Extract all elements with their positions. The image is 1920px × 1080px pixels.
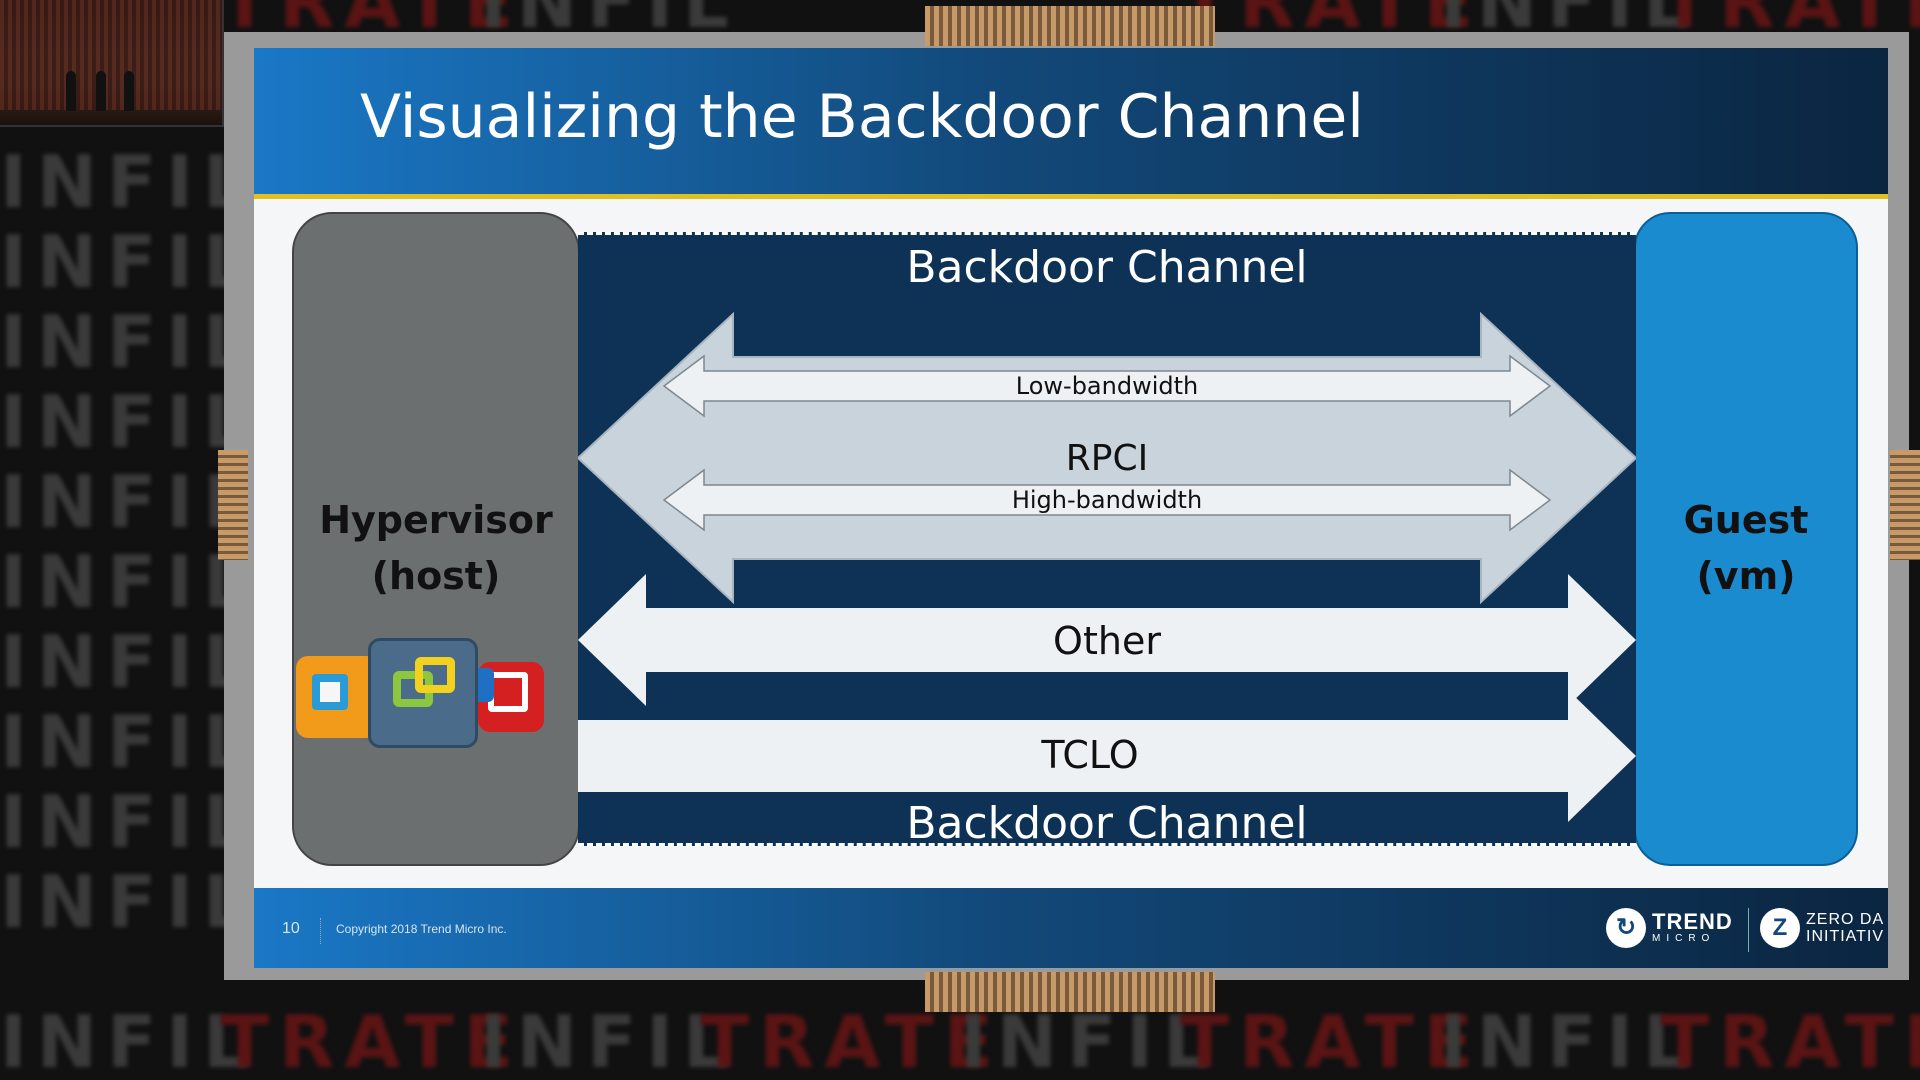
bg-text: TRATE (700, 1000, 1003, 1080)
zdi-logo-icon: Z (1760, 908, 1800, 948)
other-arrow (578, 574, 1636, 706)
presentation-slide: Visualizing the Backdoor Channel Hypervi… (254, 48, 1888, 968)
slide-title: Visualizing the Backdoor Channel (360, 82, 1364, 152)
bg-text: INFIL (1440, 1000, 1699, 1080)
footer-separator (320, 918, 322, 944)
hypervisor-label-line2: (host) (371, 554, 501, 598)
guest-label-line2: (vm) (1696, 554, 1796, 598)
bg-text: INFIL (0, 380, 259, 464)
bg-text: INFIL (480, 1000, 739, 1080)
bg-text: INFIL (0, 140, 259, 224)
bg-text: INFIL (0, 220, 259, 304)
bg-text: INFIL (0, 540, 259, 624)
slide-footer: 10 Copyright 2018 Trend Micro Inc. ↻ TRE… (254, 888, 1888, 968)
bg-text: INFIL (960, 1000, 1219, 1080)
low-bandwidth-arrow (662, 354, 1552, 418)
guest-label: Guest (vm) (1636, 492, 1856, 604)
bg-text: INFIL (0, 460, 259, 544)
trend-micro-logo-icon: ↻ (1606, 908, 1646, 948)
frame-pins-right (1890, 450, 1920, 560)
speaker-figure (66, 71, 76, 111)
trend-micro-logo: ↻ TREND MICRO (1606, 908, 1733, 948)
speaker-figure (96, 71, 106, 111)
hypervisor-label-line1: Hypervisor (319, 498, 553, 542)
vsphere-icon (368, 638, 478, 748)
tclo-arrow (578, 690, 1636, 822)
rpci-label: RPCI (1066, 438, 1148, 479)
low-bandwidth-label: Low-bandwidth (1016, 372, 1198, 400)
bg-text: TRATE (220, 1000, 523, 1080)
trend-logo-line1: TREND (1652, 909, 1733, 934)
bg-text: INFIL (0, 780, 259, 864)
workstation-icon (296, 656, 378, 738)
slide-header: Visualizing the Backdoor Channel (254, 48, 1888, 199)
channel-top-label: Backdoor Channel (906, 242, 1307, 293)
bg-text: TRATE (1180, 1000, 1483, 1080)
zdi-logo-line2: INITIATIV (1806, 928, 1885, 945)
bg-text: INFIL (0, 860, 259, 944)
zdi-logo-line1: ZERO DA (1806, 911, 1885, 928)
channel-bottom-label: Backdoor Channel (906, 798, 1307, 849)
frame-pins-left (218, 450, 248, 560)
guest-box: Guest (vm) (1634, 212, 1858, 866)
frame-pins-bottom (925, 972, 1215, 1012)
frame-pins-top (925, 6, 1215, 46)
vcenter-converter-icon (444, 662, 544, 732)
stage-curtain (0, 0, 222, 110)
tclo-label: TCLO (1040, 733, 1138, 777)
bg-text: TRATE (1660, 1000, 1920, 1080)
trend-logo-line2: MICRO (1652, 933, 1716, 944)
other-label: Other (1053, 619, 1161, 663)
channel-arrows-diagram: Backdoor Channel Low-bandwidth RPCI High… (578, 242, 1636, 849)
bg-text: INFIL (0, 700, 259, 784)
header-accent-line (254, 194, 1888, 199)
zdi-logo: Z ZERO DA INITIATIV (1760, 908, 1884, 948)
high-bandwidth-arrow (662, 468, 1552, 532)
guest-label-line1: Guest (1683, 498, 1809, 542)
copyright-text: Copyright 2018 Trend Micro Inc. (336, 922, 507, 936)
hypervisor-box: Hypervisor (host) (292, 212, 580, 866)
bg-text: INFIL (0, 300, 259, 384)
speaker-figure (124, 71, 134, 111)
logo-divider (1748, 908, 1749, 952)
speaker-video-thumbnail[interactable] (0, 0, 224, 127)
high-bandwidth-label: High-bandwidth (1012, 486, 1202, 514)
page-number: 10 (282, 920, 300, 937)
vmware-product-icons (296, 638, 586, 758)
bg-text: INFIL (0, 1000, 259, 1080)
hypervisor-label: Hypervisor (host) (294, 492, 578, 604)
bg-text: INFIL (0, 620, 259, 704)
